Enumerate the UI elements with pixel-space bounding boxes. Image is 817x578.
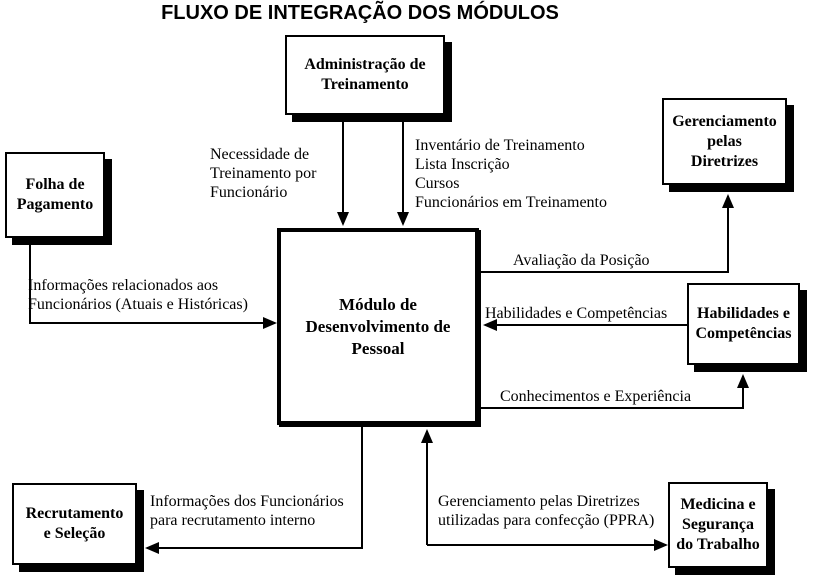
node-recrutamento-selecao: Recrutamento e Seleção: [12, 483, 137, 565]
arrow-modulo-to-gerenciamento: [479, 194, 734, 273]
edge-label-conhecimentos-experiencia: Conhecimentos e Experiência: [500, 388, 692, 405]
edge-label-avaliacao-posicao: Avaliação da Posição: [513, 252, 650, 269]
edge-label-habilidades-competencias: Habilidades e Competências: [485, 305, 668, 322]
edge-label-informacoes-funcionarios: Informações relacionados aos Funcionário…: [28, 277, 248, 313]
arrow-folha-to-modulo: [29, 238, 277, 329]
arrow-modulo-to-recrutamento: [145, 425, 363, 554]
node-administracao-treinamento: Administração de Treinamento: [285, 35, 445, 115]
diagram-title: FLUXO DE INTEGRAÇÃO DOS MÓDULOS: [161, 2, 559, 24]
node-medicina-seguranca: Medicina e Segurança do Trabalho: [668, 482, 768, 568]
node-modulo-desenvolvimento: Módulo de Desenvolvimento de Pessoal: [277, 228, 479, 425]
arrow-modulo-to-habilidades: [479, 374, 749, 409]
node-folha-pagamento: Folha de Pagamento: [5, 152, 105, 238]
node-habilidades-competencias: Habilidades e Competências: [687, 283, 800, 365]
edge-label-necessidade-treinamento: Necessidade de Treinamento por Funcionár…: [210, 146, 317, 201]
node-gerenciamento-diretrizes: Gerenciamento pelas Diretrizes: [662, 98, 787, 185]
edge-label-inventario-treinamento: Inventário de Treinamento Lista Inscriçã…: [415, 137, 607, 211]
edge-label-gerenciamento-ppra: Gerenciamento pelas Diretrizes utilizada…: [438, 493, 655, 529]
edge-label-recrutamento-interno: Informações dos Funcionários para recrut…: [150, 493, 344, 529]
